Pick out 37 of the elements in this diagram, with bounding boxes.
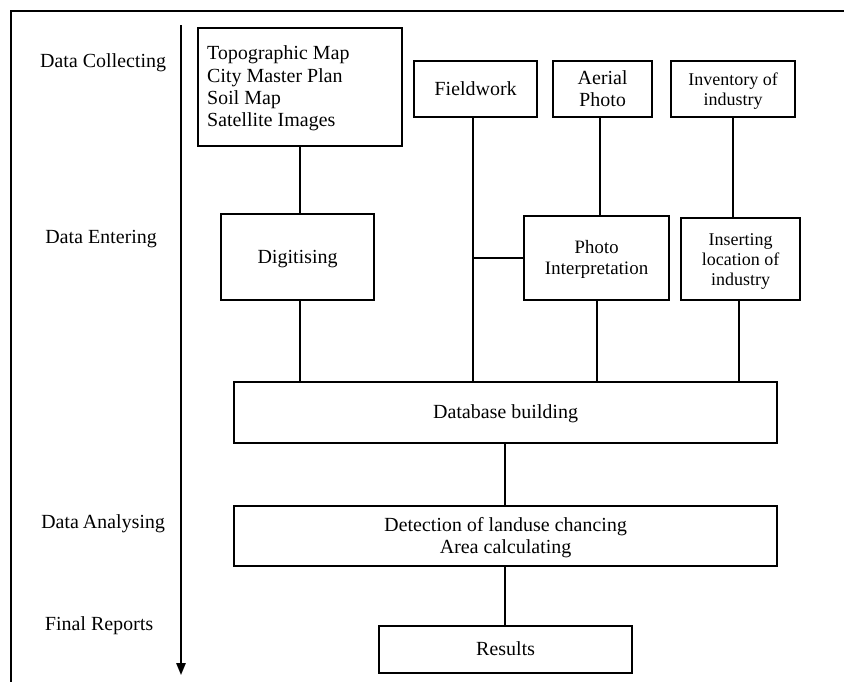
box-text: Inventory of industry	[687, 68, 779, 110]
connector-line	[596, 301, 598, 381]
process-box	[233, 505, 778, 567]
box-text: Area calculating	[440, 536, 572, 558]
box-text: Aerial Photo	[576, 66, 628, 112]
box-text: Results	[476, 638, 535, 661]
connector-line	[472, 118, 523, 259]
process-box	[523, 215, 670, 301]
box-text: Inserting location of industry	[700, 228, 780, 290]
connector-line	[599, 118, 601, 215]
box-text: Topographic Map	[207, 42, 350, 65]
process-box	[680, 217, 801, 301]
box-text: Database building	[433, 401, 578, 424]
phase-label: Data Analysing	[40, 511, 166, 534]
box-text: Fieldwork	[434, 78, 517, 100]
process-box	[552, 60, 653, 118]
process-box	[378, 625, 633, 674]
connector-line	[732, 118, 734, 217]
phase-label: Final Reports	[44, 613, 154, 636]
connector-line	[504, 444, 506, 505]
connector-line	[738, 301, 740, 381]
box-text: Satellite Images	[207, 109, 336, 132]
process-box	[670, 60, 796, 118]
phase-label: Data Entering	[44, 226, 158, 249]
box-text: Detection of landuse chancing	[384, 514, 627, 536]
connector-line	[504, 567, 506, 625]
phase-label: Data Collecting	[38, 50, 168, 73]
connector-line	[299, 147, 301, 213]
box-text: Photo Interpretation	[544, 236, 650, 280]
process-box	[197, 27, 403, 147]
process-box	[413, 60, 538, 118]
process-box	[233, 381, 778, 444]
box-text: Soil Map	[207, 87, 281, 110]
box-text: City Master Plan	[207, 64, 343, 87]
connector-line	[299, 301, 301, 381]
process-box	[220, 213, 375, 301]
box-text: Digitising	[257, 246, 338, 268]
